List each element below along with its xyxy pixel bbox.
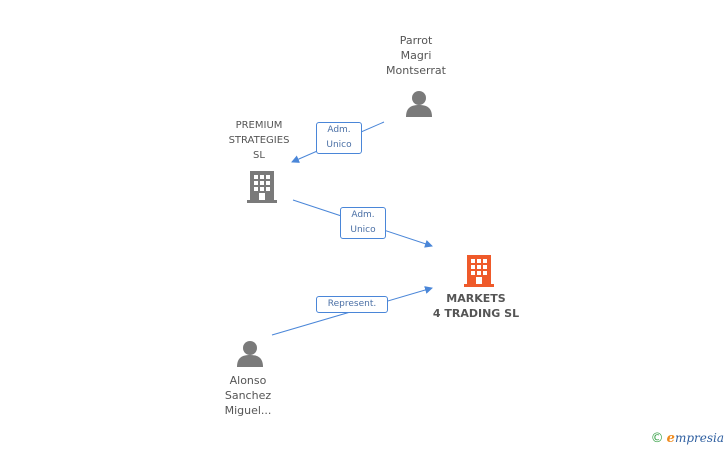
person-icon[interactable] bbox=[235, 339, 265, 371]
node-label-markets[interactable]: MARKETS 4 TRADING SL bbox=[432, 292, 520, 320]
node-label-parrot[interactable]: Parrot Magri Montserrat bbox=[386, 34, 446, 77]
footer-brand: © empresia bbox=[651, 431, 724, 446]
edge-label-adm-unico: Adm. Unico bbox=[316, 122, 362, 154]
node-label-premium[interactable]: PREMIUM STRATEGIES SL bbox=[228, 120, 290, 161]
person-icon[interactable] bbox=[404, 89, 434, 121]
brand-logo-text: mpresia bbox=[674, 431, 724, 445]
copyright-icon: © bbox=[650, 431, 664, 446]
brand-logo-initial: e bbox=[666, 431, 675, 446]
edge-label-adm-unico: Adm. Unico bbox=[340, 207, 386, 239]
building-icon[interactable] bbox=[463, 253, 495, 291]
building-icon[interactable] bbox=[247, 169, 277, 207]
edge-label-represent: Represent. bbox=[316, 296, 388, 313]
node-label-alonso[interactable]: Alonso Sanchez Miguel... bbox=[224, 374, 272, 417]
